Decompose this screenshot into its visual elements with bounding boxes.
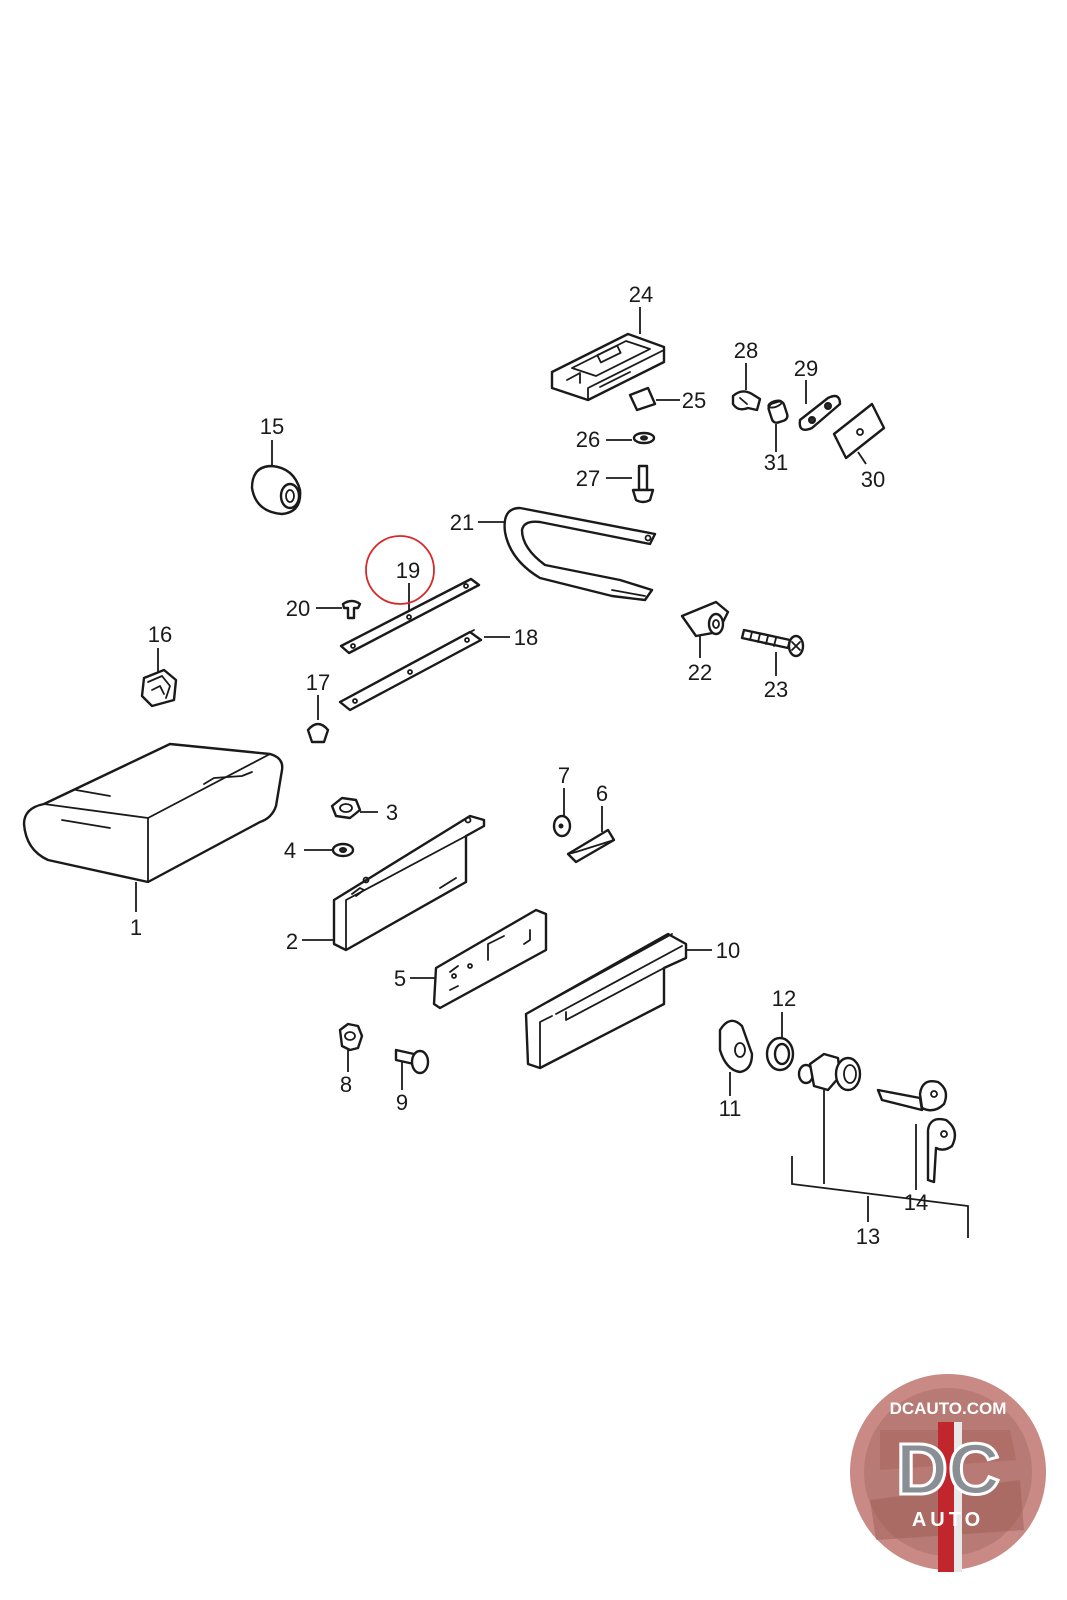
- callout-1: 1: [130, 915, 142, 940]
- callout-8: 8: [340, 1072, 352, 1097]
- part-20-screw: [341, 599, 362, 620]
- part-29-plate: [798, 394, 842, 431]
- callout-6: 6: [596, 781, 608, 806]
- part-9-screw: [394, 1048, 430, 1075]
- callout-25: 25: [682, 388, 706, 413]
- part-16-clip: [140, 668, 178, 708]
- part-8-nut: [338, 1022, 364, 1052]
- callout-12: 12: [772, 986, 796, 1011]
- part-17-push-clip: [306, 722, 330, 744]
- highlight-circle-19: [365, 535, 435, 605]
- callout-30: 30: [861, 467, 885, 492]
- callout-17: 17: [306, 670, 330, 695]
- callout-14: 14: [904, 1190, 928, 1215]
- callout-5: 5: [394, 966, 406, 991]
- leader-lines: [135, 307, 969, 1238]
- callout-28: 28: [734, 338, 758, 363]
- callout-29: 29: [794, 356, 818, 381]
- part-7-cap: [552, 814, 572, 838]
- callout-11: 11: [719, 1096, 742, 1121]
- logo-url: DCAUTO.COM: [890, 1399, 1007, 1418]
- part-3-nut: [330, 796, 362, 820]
- part-13-lock-cylinder: [797, 1052, 862, 1092]
- callout-21: 21: [450, 510, 474, 535]
- callout-9: 9: [396, 1090, 408, 1115]
- callout-4: 4: [284, 838, 296, 863]
- callout-22: 22: [688, 660, 712, 685]
- part-2-bracket: [332, 814, 486, 952]
- callout-10: 10: [716, 938, 740, 963]
- part-4-washer: [331, 842, 355, 858]
- callout-23: 23: [764, 677, 788, 702]
- part-19-strip: [339, 577, 481, 655]
- callout-19: 19: [396, 558, 420, 583]
- callout-31: 31: [764, 450, 788, 475]
- part-25-clip: [628, 386, 657, 412]
- part-21-strap: [503, 506, 657, 602]
- part-27-screw: [631, 464, 655, 504]
- part-6-wedge: [566, 828, 616, 864]
- logo-mark: DC: [896, 1430, 1000, 1510]
- callout-3: 3: [386, 800, 398, 825]
- part-5-plate: [432, 908, 548, 1010]
- callout-13: 13: [856, 1224, 880, 1249]
- callout-27: 27: [576, 466, 600, 491]
- part-10-handle: [524, 932, 688, 1070]
- callout-26: 26: [576, 427, 600, 452]
- logo-subtext: AUTO: [912, 1509, 984, 1531]
- part-14-keys: [876, 1080, 957, 1184]
- callout-2: 2: [286, 929, 298, 954]
- part-12-ring: [765, 1036, 795, 1072]
- callout-numbers: 1 2 3 4 5 6 7 8 9 10 11 12 13 14 15 16 1…: [130, 282, 928, 1249]
- part-26-washer: [632, 431, 656, 445]
- dcauto-logo: DCAUTO.COM DC AUTO: [850, 1374, 1046, 1572]
- callout-18: 18: [514, 625, 538, 650]
- logo-stripe: [938, 1422, 954, 1572]
- part-28-push-pin: [731, 390, 762, 412]
- callout-16: 16: [148, 622, 172, 647]
- part-24-latch-housing: [550, 332, 666, 402]
- part-1-glove-box: [22, 742, 284, 884]
- callout-20: 20: [286, 596, 310, 621]
- part-18-strip: [338, 629, 483, 712]
- part-30-pad: [832, 402, 886, 460]
- callout-15: 15: [260, 414, 284, 439]
- part-31-sleeve: [767, 399, 789, 424]
- part-11-lock-cam: [718, 1019, 754, 1074]
- part-22-block: [680, 600, 730, 638]
- callout-24: 24: [629, 282, 653, 307]
- part-23-bolt: [740, 628, 805, 658]
- part-15-bumper: [250, 464, 302, 516]
- callout-7: 7: [558, 763, 570, 788]
